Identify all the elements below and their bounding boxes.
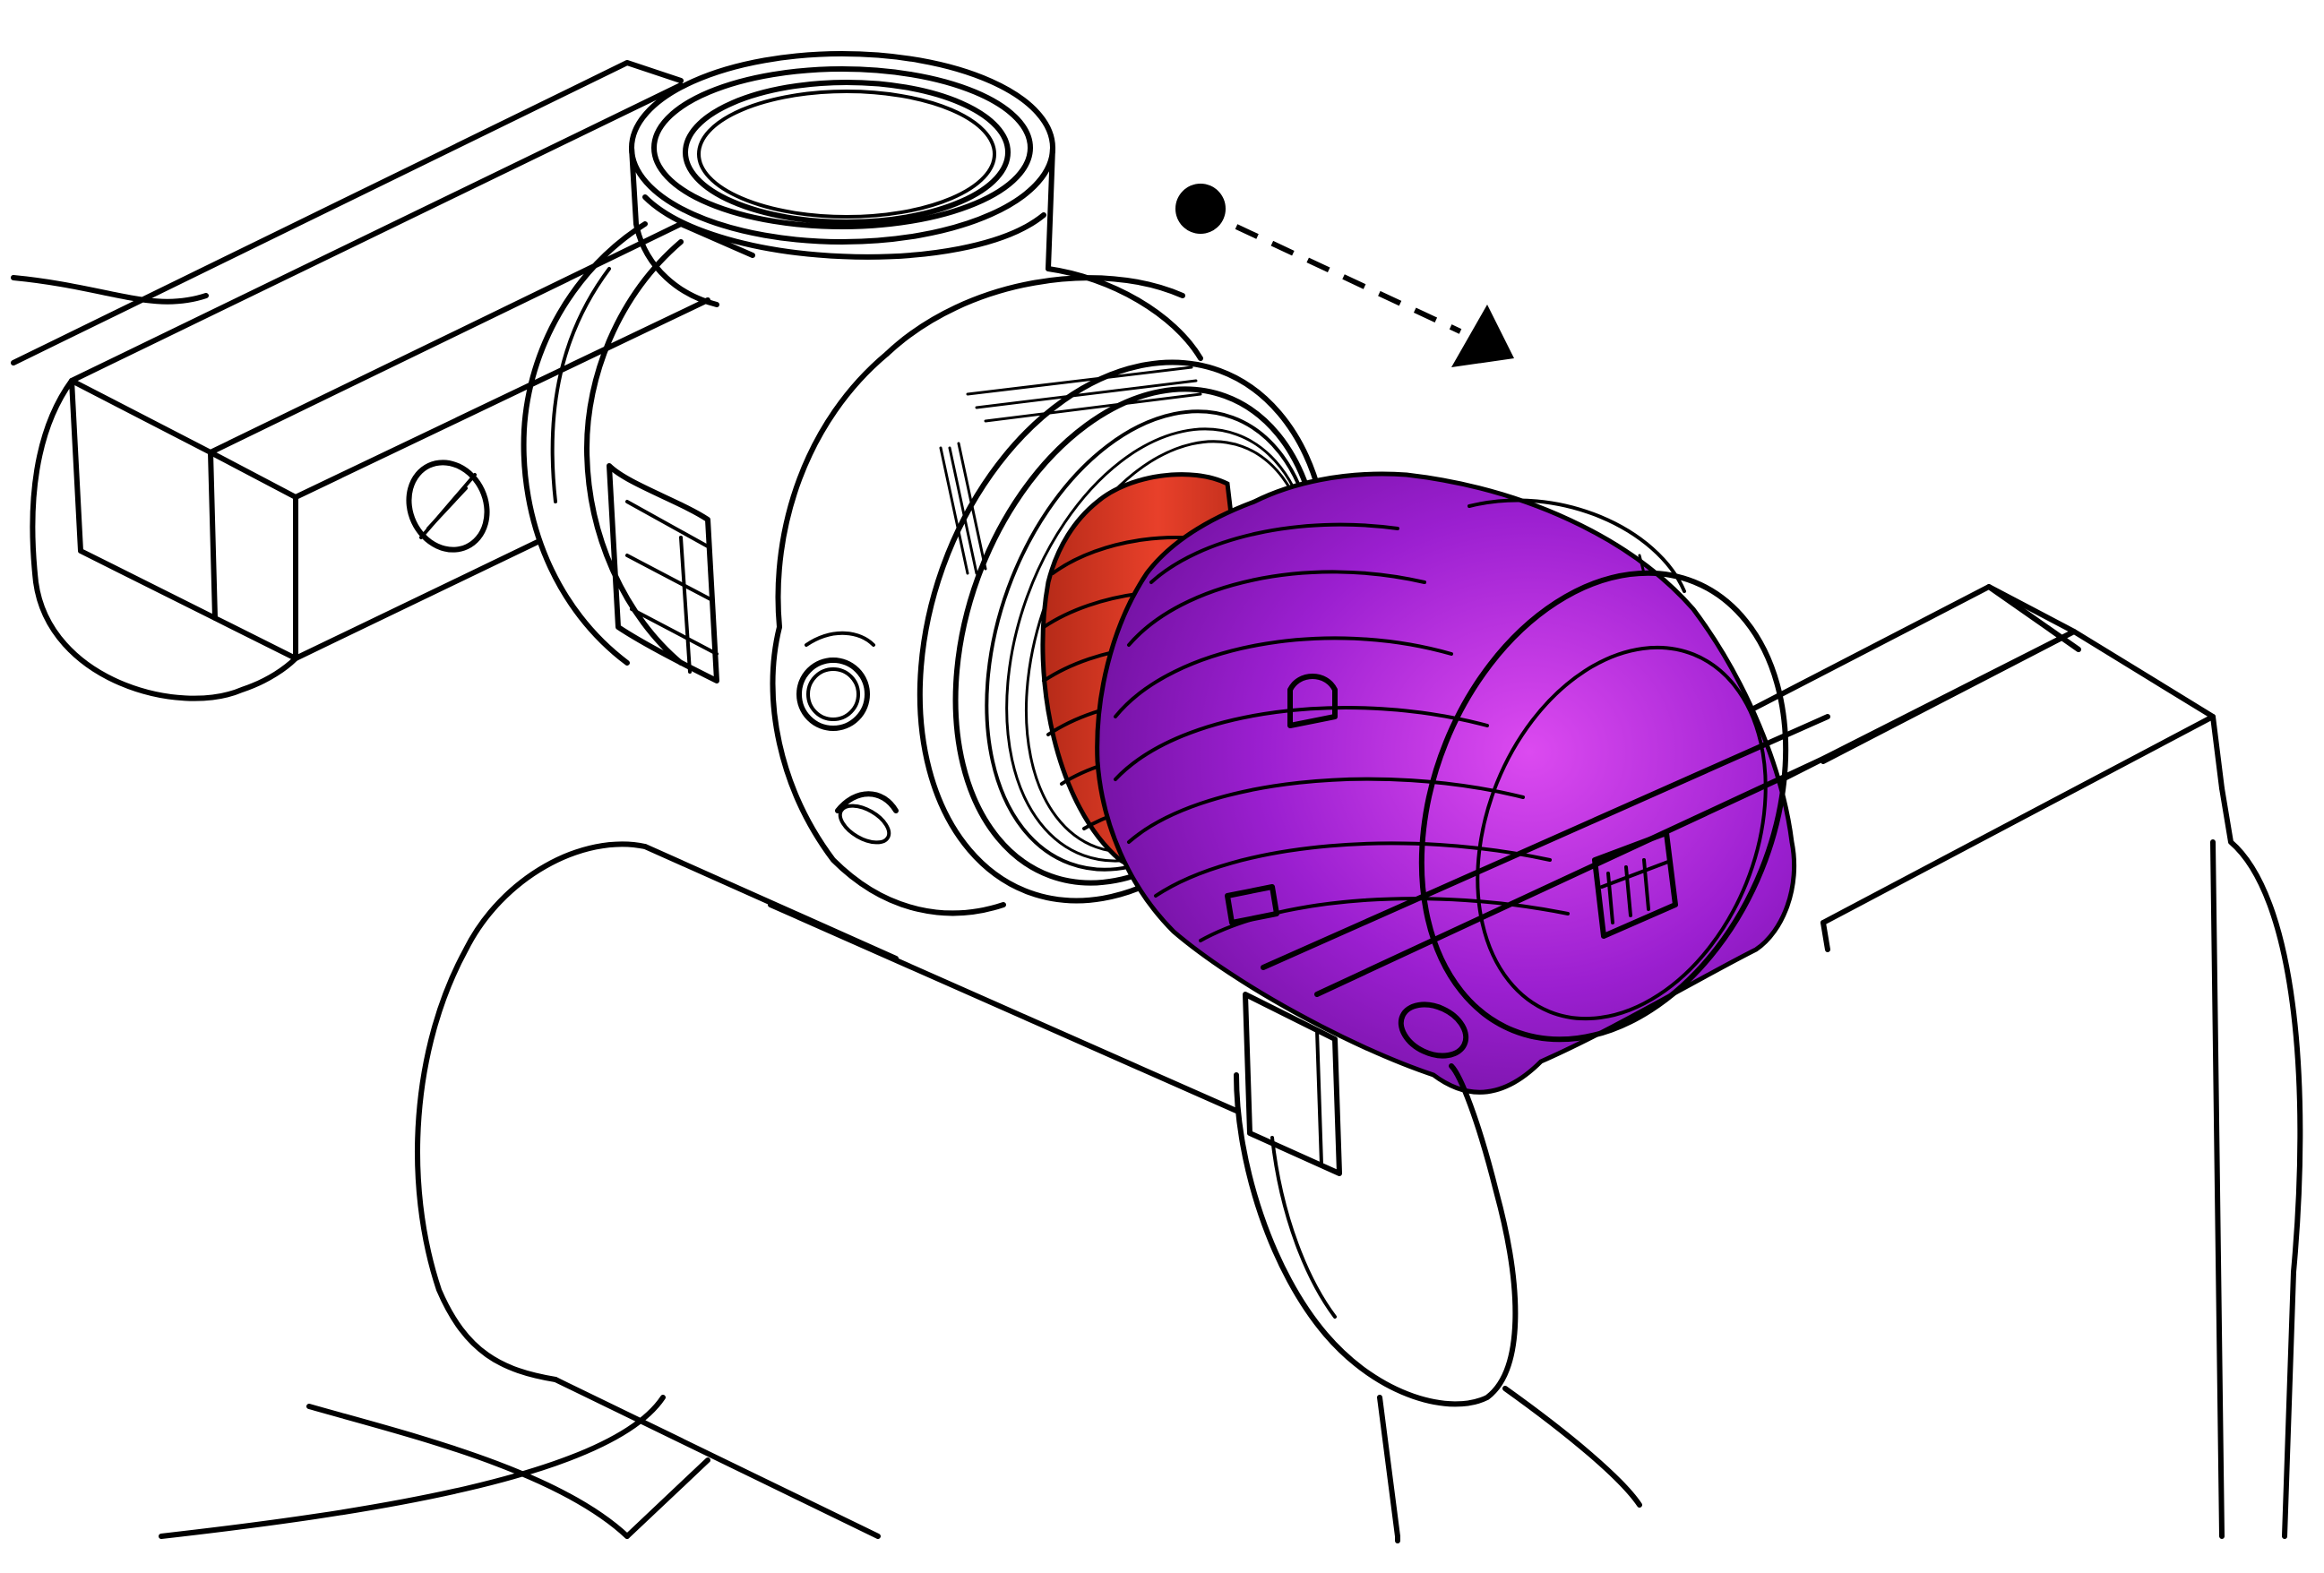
lower-housing [159,841,1642,1543]
purple-cap [1095,471,1797,1095]
motion-arrow [1175,184,1514,367]
arrow-origin-dot [1175,184,1226,234]
lever-arm [1261,714,1839,997]
right-support-block [1735,584,2303,1539]
valve-body [521,51,1203,916]
arrow-head [1451,305,1514,367]
left-bracket [11,60,755,701]
dashed-arrow-shaft [1235,224,1462,334]
